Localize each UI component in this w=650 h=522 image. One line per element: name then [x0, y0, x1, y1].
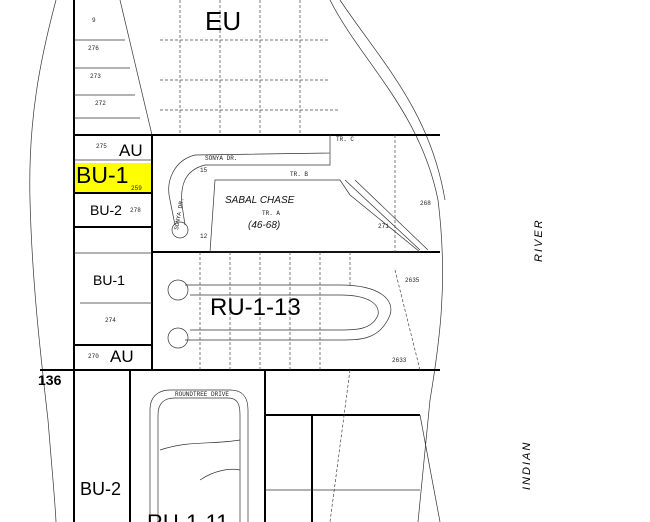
street-sonya-dr: SONYA DR. [205, 155, 237, 162]
svg-text:9: 9 [92, 17, 96, 24]
parcel-line [329, 369, 351, 522]
zone-label-bu2-upper: BU-2 [90, 202, 122, 218]
zone-label-au-bottom: AU [110, 347, 134, 366]
zone-label-au-top: AU [119, 141, 143, 160]
svg-text:275: 275 [96, 143, 107, 150]
drainage-lines [344, 179, 429, 251]
section-number: 136 [38, 372, 62, 388]
zone-label-bu1-highlight: BU-1 [76, 162, 128, 188]
bu1-highlighted-parcel [75, 163, 151, 193]
svg-text:15: 15 [200, 167, 208, 174]
parcel-line [419, 414, 441, 522]
indian-label: INDIAN [521, 441, 533, 490]
bu1-middle-dividers [74, 252, 152, 304]
zone-label-ru111: RU-1-11 [147, 510, 229, 522]
svg-text:272: 272 [95, 100, 106, 107]
svg-text:TR. C: TR. C [336, 136, 354, 143]
shoreline-east-2 [339, 0, 446, 201]
shoreline-east [329, 0, 443, 522]
parcel-line [119, 0, 153, 136]
roundtree-drive-road [149, 389, 249, 522]
svg-text:274: 274 [105, 317, 116, 324]
svg-text:271: 271 [378, 223, 389, 230]
subdivision-plat: (46-68) [248, 220, 280, 231]
zone-label-bu1-middle: BU-1 [93, 272, 125, 288]
svg-text:12: 12 [200, 233, 208, 240]
sabal-chase-tract [209, 179, 421, 253]
cul-de-sac [167, 279, 189, 301]
svg-text:278: 278 [130, 207, 141, 214]
svg-text:270: 270 [88, 353, 99, 360]
svg-text:2635: 2635 [405, 277, 420, 284]
parcel-dividers [74, 39, 152, 161]
zone-boundaries [40, 192, 440, 522]
subdivision-name: SABAL CHASE [225, 195, 295, 206]
street-roundtree-drive: ROUNDTREE DRIVE [175, 391, 229, 398]
river-label: RIVER [533, 218, 545, 262]
svg-text:273: 273 [90, 73, 101, 80]
elva-road [159, 439, 241, 481]
cul-de-sac [167, 327, 189, 349]
cul-de-sac [171, 221, 189, 239]
svg-text:2633: 2633 [392, 357, 407, 364]
lot-lines [160, 0, 421, 371]
ru113-loop-road [185, 284, 392, 341]
zone-label-eu: EU [205, 6, 241, 36]
svg-text:268: 268 [420, 200, 431, 207]
sonya-dr-road [168, 135, 331, 226]
svg-text:259: 259 [131, 185, 142, 192]
subdivision-tract: TR. A [262, 210, 280, 217]
shoreline-west [29, 0, 57, 522]
svg-text:276: 276 [88, 45, 99, 52]
zone-label-bu2-lower: BU-2 [80, 479, 121, 499]
svg-text:TR. B: TR. B [290, 171, 308, 178]
street-sonya-dr-vertical: SONYA DR. [173, 197, 186, 230]
parcel-numbers: 9 276 273 272 275 259 278 274 270 15 12 … [88, 17, 431, 364]
zone-label-ru113: RU-1-13 [210, 294, 301, 321]
